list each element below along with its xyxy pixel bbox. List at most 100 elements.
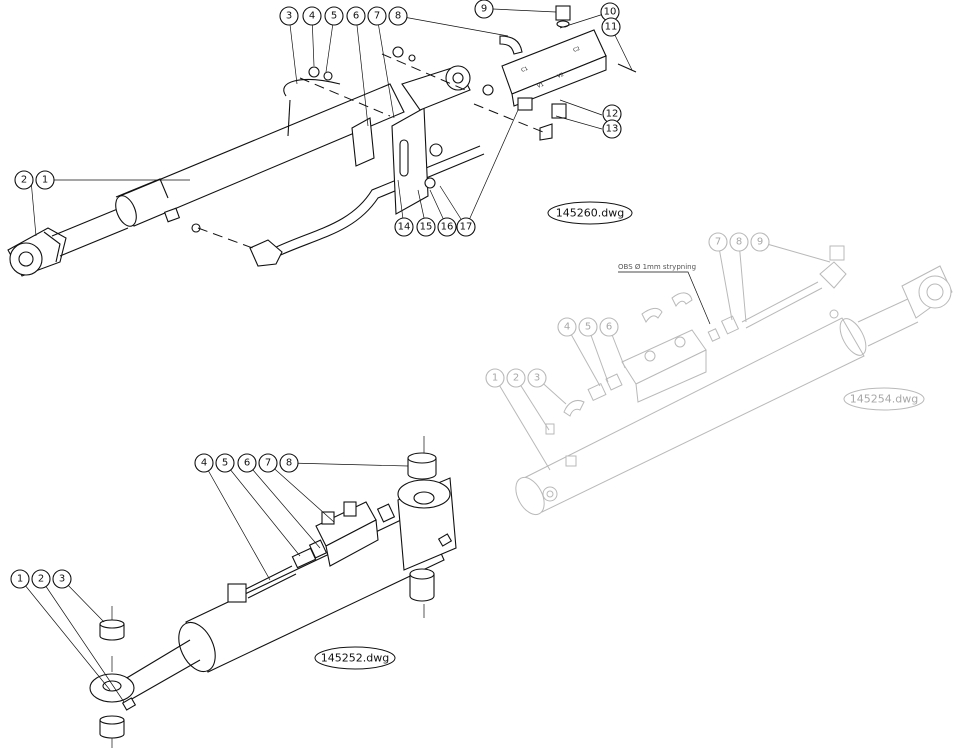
rod-and-eye-145254: [857, 265, 953, 347]
balloon-145254-1: 1: [485, 368, 505, 388]
valve-marking-v1: V1: [537, 82, 545, 90]
fittings-145254: [545, 245, 847, 467]
balloon-145260-1: 1: [35, 170, 55, 190]
svg-text:16: 16: [441, 222, 454, 233]
balloon-145254-7: 7: [708, 232, 728, 252]
svg-text:6: 6: [606, 322, 612, 333]
svg-text:10: 10: [604, 7, 617, 18]
balloon-145252-2: 2: [31, 569, 51, 589]
hose-145260: [269, 145, 485, 259]
piston-rod-145260: [51, 207, 129, 257]
svg-text:1: 1: [492, 373, 498, 384]
svg-text:8: 8: [736, 237, 742, 248]
drawing-145254: OBS Ø 1mm strypning 1 2 3 4 5 6 7 8 9 14…: [485, 232, 953, 516]
svg-text:145254.dwg: 145254.dwg: [850, 393, 918, 406]
valve-block-145260: C1 C2 V1 V2: [499, 5, 637, 141]
balloon-145260-7: 7: [367, 6, 387, 26]
balloon-145260-13: 13: [602, 119, 622, 139]
svg-text:11: 11: [605, 22, 618, 33]
svg-text:13: 13: [606, 124, 619, 135]
balloon-145260-14: 14: [394, 217, 414, 237]
cylinder-body-145254: [515, 317, 867, 516]
drawing-label-145252: 145252.dwg: [314, 646, 396, 670]
rear-mount-145252: [397, 436, 457, 618]
balloon-145260-11: 11: [601, 17, 621, 37]
balloon-145260-9: 9: [474, 0, 494, 19]
balloon-145260-3: 3: [279, 6, 299, 26]
svg-text:2: 2: [38, 574, 44, 585]
note-leader-145254: [618, 271, 711, 325]
svg-text:9: 9: [757, 237, 763, 248]
balloon-145254-9: 9: [750, 232, 770, 252]
svg-text:1: 1: [42, 175, 48, 186]
small-parts-145260: [163, 46, 494, 233]
drawing-label-145260: 145260.dwg: [547, 201, 633, 225]
leaders-145254: [494, 241, 831, 471]
svg-text:7: 7: [715, 237, 721, 248]
valve-marking-v2: V2: [557, 72, 565, 80]
assembly-axis-145260: [197, 53, 549, 251]
balloon-145252-7: 7: [258, 453, 278, 473]
balloon-145254-4: 4: [557, 317, 577, 337]
drawing-label-145254: 145254.dwg: [843, 387, 925, 411]
svg-text:8: 8: [395, 11, 401, 22]
svg-text:6: 6: [353, 11, 359, 22]
rod-eye-145252: [89, 606, 201, 748]
rear-clevis-145260: [401, 65, 471, 111]
balloon-145260-4: 4: [302, 6, 322, 26]
svg-text:1: 1: [17, 574, 23, 585]
svg-text:7: 7: [374, 11, 380, 22]
valve-marking-c2: C2: [573, 46, 581, 54]
rod-eye-145260: [7, 227, 67, 277]
svg-text:5: 5: [585, 322, 591, 333]
bracket-145260: [283, 78, 429, 215]
balloon-145260-15: 15: [416, 217, 436, 237]
cylinder-barrel-145260: [115, 83, 405, 227]
restriction-note-145254: OBS Ø 1mm strypning: [618, 263, 696, 271]
svg-text:3: 3: [286, 11, 292, 22]
svg-text:9: 9: [481, 4, 487, 15]
valve-block-145254: [621, 292, 707, 403]
valve-marking-c1: C1: [521, 66, 529, 74]
balloon-145254-2: 2: [506, 368, 526, 388]
drawing-145252: 1 2 3 4 5 6 7 8 145252.dwg: [10, 436, 457, 748]
balloon-145260-16: 16: [437, 217, 457, 237]
svg-text:5: 5: [331, 11, 337, 22]
svg-text:2: 2: [513, 373, 519, 384]
hose-fitting-145260: [249, 239, 283, 267]
balloon-145252-6: 6: [237, 453, 257, 473]
svg-text:3: 3: [59, 574, 65, 585]
svg-text:8: 8: [286, 458, 292, 469]
balloon-145252-8: 8: [279, 453, 299, 473]
balloon-145254-8: 8: [729, 232, 749, 252]
svg-text:4: 4: [201, 458, 207, 469]
svg-text:5: 5: [222, 458, 228, 469]
svg-text:17: 17: [460, 222, 473, 233]
svg-text:4: 4: [309, 11, 315, 22]
drawing-145260: C1 C2 V1 V2 1 2 3 4 5 6 7 8 9 10 11 12 1…: [7, 0, 637, 277]
svg-text:2: 2: [21, 175, 27, 186]
balloon-145260-17: 17: [456, 217, 476, 237]
balloon-145260-5: 5: [324, 6, 344, 26]
balloon-145260-8: 8: [388, 6, 408, 26]
svg-text:7: 7: [265, 458, 271, 469]
balloon-145254-3: 3: [527, 368, 547, 388]
svg-text:14: 14: [398, 222, 411, 233]
balloon-145252-4: 4: [194, 453, 214, 473]
valve-block-145252: [227, 501, 453, 603]
svg-text:145252.dwg: 145252.dwg: [321, 652, 389, 665]
balloon-145252-1: 1: [10, 569, 30, 589]
balloon-145252-3: 3: [52, 569, 72, 589]
leaders-145260: [30, 8, 633, 237]
bushings-rear-145252: [407, 452, 437, 602]
balloon-145260-6: 6: [346, 6, 366, 26]
balloon-145254-5: 5: [578, 317, 598, 337]
leaders-145252: [19, 462, 409, 703]
balloon-145252-5: 5: [215, 453, 235, 473]
svg-text:4: 4: [564, 322, 570, 333]
balloon-145260-2: 2: [14, 170, 34, 190]
svg-text:15: 15: [420, 222, 433, 233]
svg-text:145260.dwg: 145260.dwg: [556, 207, 624, 220]
svg-text:3: 3: [534, 373, 540, 384]
